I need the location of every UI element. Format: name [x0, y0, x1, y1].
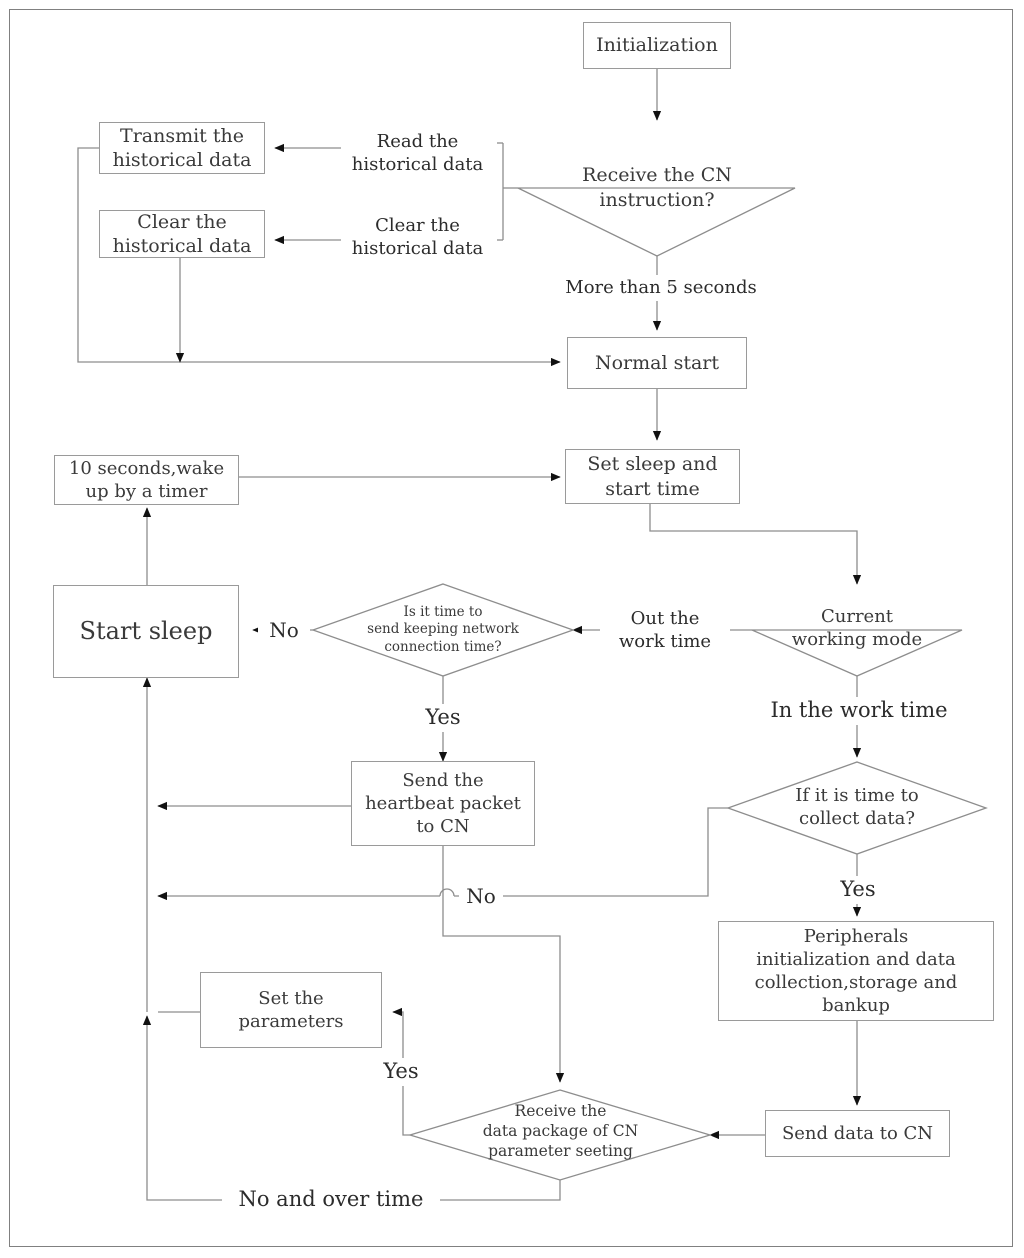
- edge-label-out-the-work-time: Out the work time: [600, 604, 730, 656]
- edge-label-in-the-work-time: In the work time: [752, 697, 966, 725]
- edge-label-no-keeping-network: No: [258, 617, 310, 643]
- edge-collectdata-no-part1: [454, 807, 728, 897]
- edge-label-no-and-over-time: No and over time: [222, 1186, 440, 1214]
- shape-decision-recvcn: [517, 187, 796, 257]
- node-clear-historical-data[interactable]: Clear the historical data: [99, 210, 265, 258]
- node-initialization[interactable]: Initialization: [583, 22, 731, 69]
- edge-label-no-heartbeat: No: [459, 883, 503, 909]
- edge-label-line2: work time: [618, 631, 712, 652]
- edge-label-text: Yes: [383, 1059, 419, 1084]
- node-label-line2: heartbeat packet: [365, 792, 521, 814]
- edge-label-text: Yes: [840, 877, 876, 902]
- node-send-data-to-cn[interactable]: Send data to CN: [765, 1110, 950, 1157]
- edge-label-text: More than 5 seconds: [565, 277, 757, 299]
- node-label-line2: initialization and data: [756, 948, 956, 970]
- edge-label-text: No: [466, 884, 496, 908]
- node-label-line1: Transmit the: [120, 124, 244, 147]
- edge-label-clear-historical-data: Clear the historical data: [330, 210, 505, 264]
- node-label-line1: 10 seconds,wake: [68, 457, 225, 479]
- shape-decision-recvpkg: [407, 1089, 713, 1181]
- node-label-line2: historical data: [112, 235, 252, 257]
- node-label-line2: start time: [605, 477, 700, 500]
- edge-label-yes-collect-data: Yes: [827, 876, 889, 904]
- edge-transmit-to-normalstart: [77, 147, 561, 367]
- node-label-line1: Peripherals: [803, 925, 909, 947]
- edge-label-line1: Clear the: [375, 214, 460, 236]
- node-label-line3: to CN: [416, 816, 470, 838]
- node-label-line3: collection,storage and: [754, 972, 958, 993]
- node-send-heartbeat-packet[interactable]: Send the heartbeat packet to CN: [351, 761, 535, 846]
- node-label-line2: up by a timer: [85, 481, 208, 502]
- edge-heartbeat-to-recvpkg: [442, 846, 565, 1083]
- edge-label-text: No and over time: [238, 1187, 424, 1212]
- node-label-line1: Send the: [402, 769, 484, 791]
- edge-label-text: In the work time: [770, 698, 948, 723]
- node-label: Normal start: [594, 351, 720, 374]
- edge-label-text: No: [269, 618, 299, 642]
- node-transmit-historical-data[interactable]: Transmit the historical data: [99, 122, 265, 174]
- node-wake-up-timer[interactable]: 10 seconds,wake up by a timer: [54, 455, 239, 505]
- node-label: Initialization: [596, 34, 718, 57]
- edge-label-line1: Read the: [376, 130, 459, 152]
- node-start-sleep[interactable]: Start sleep: [53, 585, 239, 678]
- node-set-the-parameters[interactable]: Set the parameters: [200, 972, 382, 1048]
- node-label-line1: Clear the: [137, 210, 227, 233]
- edge-label-text: Yes: [425, 705, 461, 730]
- shape-decision-collectdata: [726, 761, 988, 855]
- edge-label-line2: historical data: [351, 238, 484, 259]
- edge-label-line1: Out the: [630, 607, 700, 629]
- edge-label-more-than-5-seconds: More than 5 seconds: [556, 275, 766, 301]
- node-label-line2: parameters: [238, 1011, 344, 1032]
- node-label: Start sleep: [79, 617, 213, 646]
- diagram-frame: [9, 9, 1013, 1247]
- node-label-line2: historical data: [112, 149, 252, 171]
- edge-label-yes-keeping-network: Yes: [412, 704, 474, 732]
- node-label: Send data to CN: [781, 1122, 934, 1144]
- node-label-line1: Set sleep and: [587, 453, 718, 476]
- edge-label-read-historical-data: Read the historical data: [330, 126, 505, 180]
- node-normal-start[interactable]: Normal start: [567, 337, 747, 389]
- node-label-line1: Set the: [258, 987, 324, 1009]
- shape-decision-keepnet: [311, 583, 575, 677]
- node-set-sleep-and-start-time[interactable]: Set sleep and start time: [565, 449, 740, 504]
- edge-label-yes-set-parameters: Yes: [370, 1058, 432, 1086]
- shape-decision-workmode: [751, 629, 963, 677]
- node-peripherals-initialization[interactable]: Peripherals initialization and data coll…: [718, 921, 994, 1021]
- node-label-line4: bankup: [822, 995, 890, 1017]
- edge-setsleep-to-workmode: [649, 504, 862, 585]
- edge-label-line2: historical data: [351, 154, 484, 175]
- edge-line-hop: [439, 888, 455, 897]
